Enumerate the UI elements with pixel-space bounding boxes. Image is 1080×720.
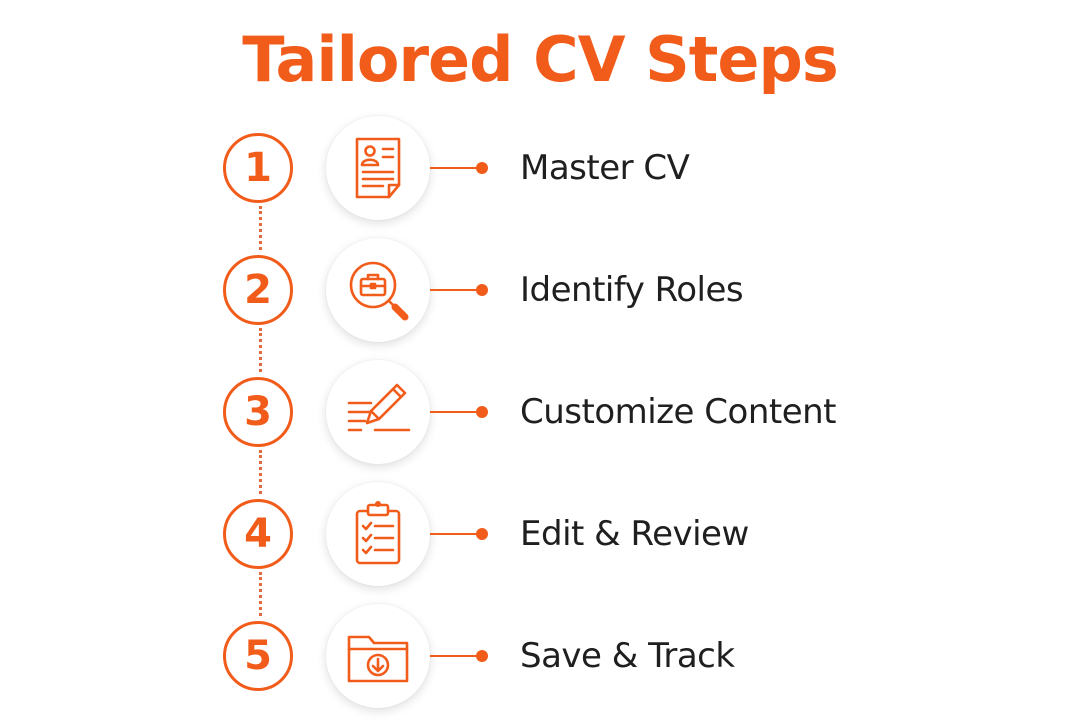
step-number: 4 — [223, 499, 293, 569]
text-pencil-icon — [347, 383, 411, 432]
briefcase-search-icon — [349, 261, 409, 321]
page-title: Tailored CV Steps — [242, 23, 839, 96]
step-connector-line — [430, 167, 480, 169]
step-connector-line — [430, 655, 480, 657]
step-label: Edit & Review — [520, 514, 749, 554]
folder-download-icon — [347, 635, 409, 683]
step-3: 3 Customize Content — [0, 357, 1080, 467]
step-icon-badge — [326, 238, 430, 342]
step-connector-line — [430, 411, 480, 413]
connector-3-4 — [259, 450, 262, 494]
step-connector-dot — [476, 406, 488, 418]
step-icon-badge — [326, 116, 430, 220]
step-connector-dot — [476, 528, 488, 540]
connector-4-5 — [259, 572, 262, 616]
step-connector-line — [430, 289, 480, 291]
step-number: 1 — [223, 133, 293, 203]
step-label: Identify Roles — [520, 270, 744, 310]
step-label: Save & Track — [520, 636, 735, 676]
step-number: 3 — [223, 377, 293, 447]
connector-2-3 — [259, 328, 262, 372]
step-number: 2 — [223, 255, 293, 325]
step-connector-dot — [476, 162, 488, 174]
step-1: 1 Master CV — [0, 113, 1080, 223]
step-label: Customize Content — [520, 392, 837, 432]
step-connector-dot — [476, 650, 488, 662]
step-connector-line — [430, 533, 480, 535]
step-2: 2 Identify Roles — [0, 235, 1080, 345]
step-icon-badge — [326, 604, 430, 708]
step-connector-dot — [476, 284, 488, 296]
connector-1-2 — [259, 206, 262, 250]
step-icon-badge — [326, 360, 430, 464]
step-label: Master CV — [520, 148, 690, 188]
step-4: 4 Edit & Review — [0, 479, 1080, 589]
step-5: 5 Save & Track — [0, 601, 1080, 711]
step-number: 5 — [223, 621, 293, 691]
step-icon-badge — [326, 482, 430, 586]
clipboard-checklist-icon — [355, 501, 401, 565]
resume-document-icon — [355, 137, 401, 199]
